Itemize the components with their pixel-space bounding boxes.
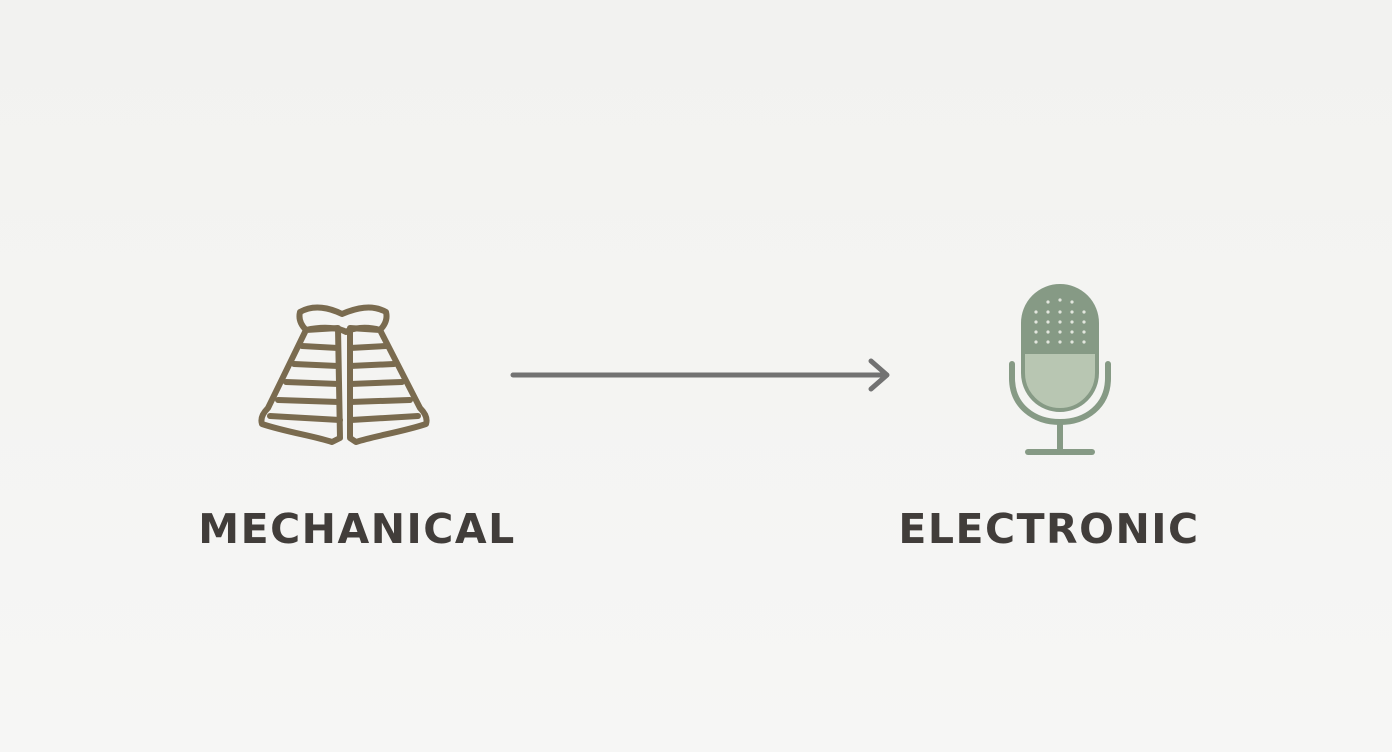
mechanical-bellows-icon bbox=[252, 298, 438, 448]
mechanical-label: MECHANICAL bbox=[198, 505, 516, 553]
electronic-label: ELECTRONIC bbox=[898, 505, 1200, 553]
microphone-icon bbox=[998, 280, 1122, 462]
arrow-right-icon bbox=[505, 355, 900, 395]
